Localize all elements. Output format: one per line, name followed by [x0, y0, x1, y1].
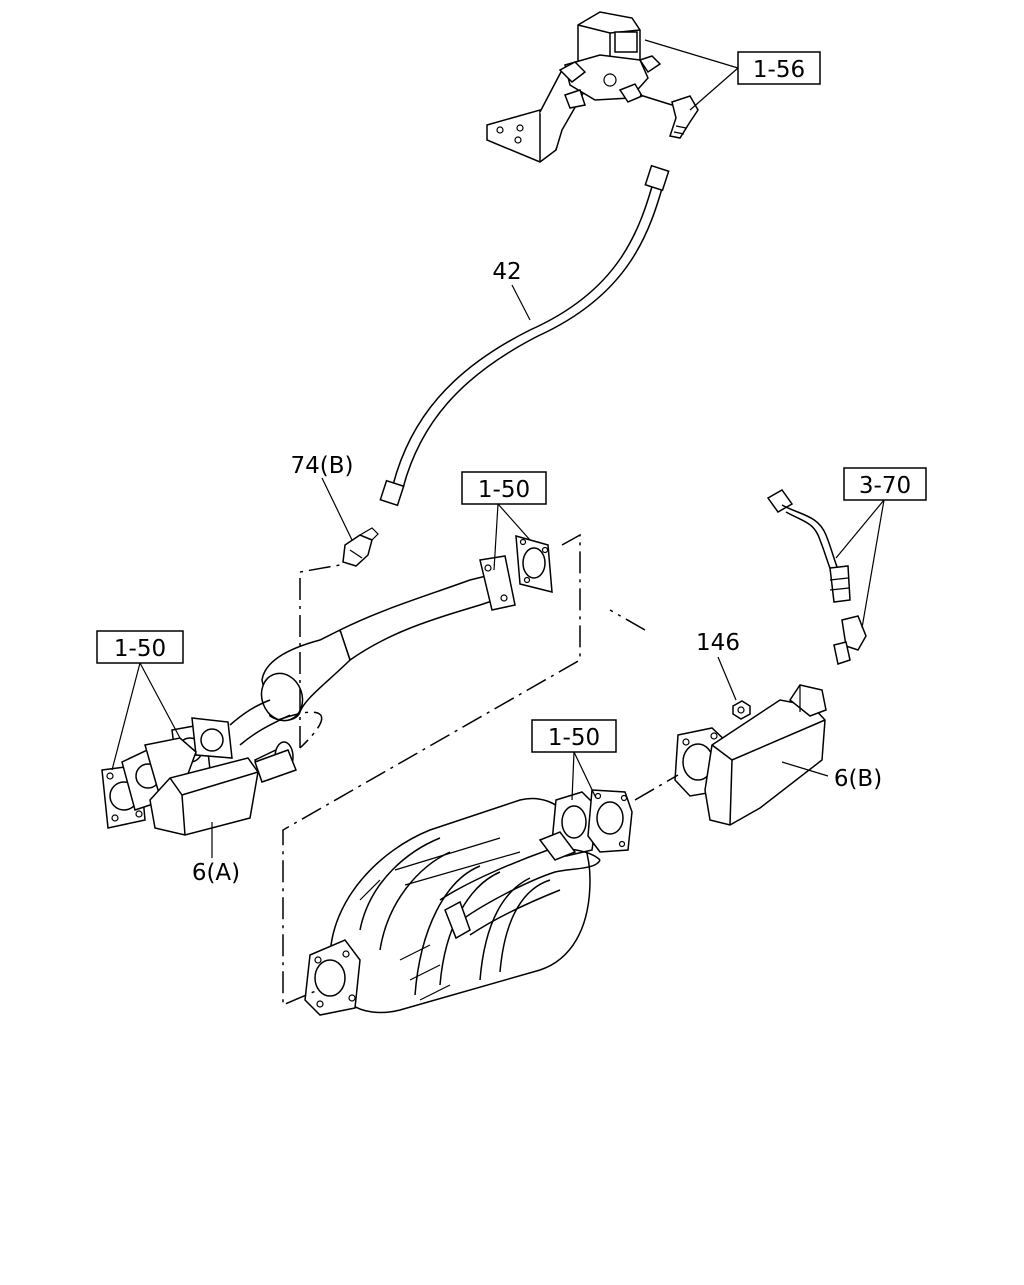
exhaust-pipe-6b — [674, 684, 827, 826]
leader-lines — [111, 39, 885, 858]
callout-1-50-upper[interactable]: 1-50 — [461, 471, 547, 505]
part-74b-label[interactable]: 74(B) — [291, 453, 354, 479]
callout-1-50-center[interactable]: 1-50 — [531, 719, 617, 753]
dpd-assembly — [304, 791, 601, 1016]
solenoid-valve-assembly — [486, 11, 699, 163]
gasket-center — [587, 789, 633, 853]
callout-1-50-left[interactable]: 1-50 — [96, 630, 184, 664]
callout-1-50-upper-label: 1-50 — [478, 477, 530, 503]
gasket-upper — [515, 534, 553, 593]
exhaust-pipe-6a — [101, 717, 297, 836]
part-6a-label[interactable]: 6(A) — [192, 860, 240, 886]
assembly-lines — [277, 533, 679, 1007]
callout-3-70[interactable]: 3-70 — [843, 467, 927, 501]
callout-3-70-label: 3-70 — [859, 473, 911, 499]
callout-1-56[interactable]: 1-56 — [737, 51, 821, 85]
callout-1-50-center-label: 1-50 — [548, 725, 600, 751]
nut-146 — [732, 700, 751, 720]
part-42-label[interactable]: 42 — [492, 259, 521, 285]
front-exhaust-pipe — [229, 555, 516, 781]
pressure-sensor-assembly — [766, 489, 867, 665]
part-146-label[interactable]: 146 — [696, 630, 740, 656]
callout-1-56-label: 1-56 — [753, 57, 805, 83]
pipe-fitting-74b — [342, 527, 379, 567]
callout-1-50-left-label: 1-50 — [114, 636, 166, 662]
hose — [379, 164, 670, 507]
part-6b-label[interactable]: 6(B) — [834, 766, 882, 792]
